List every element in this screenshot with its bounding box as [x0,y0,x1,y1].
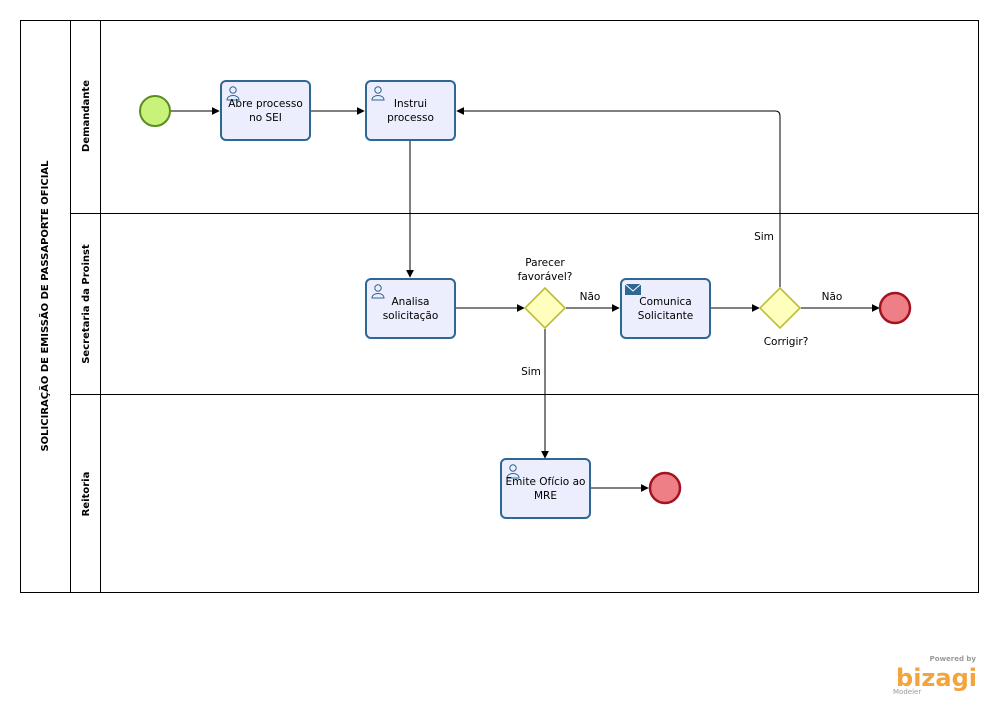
lane-reitoria: Reitoria [81,472,92,517]
gateway-label-line1: Parecer [525,257,565,269]
flow-corrigir-sim [456,107,781,287]
task-label-line1: Emite Ofício ao [506,476,586,488]
task-label-line1: Instrui [394,98,427,110]
brand-powered-by: Powered by [930,655,977,663]
task-label-line1: Abre processo [228,98,303,110]
task-label-line2: MRE [534,490,557,502]
task-label-line2: Solicitante [638,310,693,322]
gateway-label-corrigir: Corrigir? [764,336,809,348]
task-label-line2: no SEI [249,112,282,124]
lane-title-secretaria: Secretaria da Proinst [81,244,92,364]
user-icon [371,86,385,101]
pool: SOLICIRAÇÃO DE EMISSÃO DE PASSAPORTE OFI… [20,20,979,593]
lane-title-reitoria: Reitoria [81,472,92,517]
pool-title: SOLICIRAÇÃO DE EMISSÃO DE PASSAPORTE OFI… [38,160,51,452]
start-event[interactable] [139,95,171,127]
task-label-line1: Comunica [639,296,691,308]
gateway-label-line2: favorável? [518,271,573,283]
lane-title-demandante: Demandante [81,80,92,152]
bizagi-logo: Powered by bizagi Modeler [893,655,977,696]
end-event-secretaria[interactable] [878,291,912,325]
envelope-icon [624,283,642,295]
task-label-line1: Analisa [391,296,429,308]
user-icon [226,86,240,101]
task-comunica-solicitante[interactable]: Comunica Solicitante [620,278,711,339]
user-icon [371,284,385,299]
user-icon [506,464,520,479]
flow-label-parecer-sim: Sim [521,366,541,378]
brand-product: Modeler [893,688,921,696]
lane-secretaria: Secretaria da Proinst [81,244,92,364]
task-instrui-processo[interactable]: Instrui processo [365,80,456,141]
sequence-flows [171,107,880,492]
brand-name: bizagi [896,664,977,692]
task-abre-processo[interactable]: Abre processo no SEI [220,80,311,141]
task-analisa-solicitacao[interactable]: Analisa solicitação [365,278,456,339]
task-label-line2: processo [387,112,434,124]
flow-label-parecer-nao: Não [580,291,601,303]
lane-demandante: Demandante [81,80,92,152]
task-label-line2: solicitação [383,310,439,322]
task-emite-oficio[interactable]: Emite Ofício ao MRE [500,458,591,519]
gateway-parecer-favoravel[interactable] [523,286,567,330]
gateway-corrigir[interactable] [758,286,802,330]
end-event-reitoria[interactable] [648,471,682,505]
flow-label-corrigir-sim: Sim [754,231,774,243]
flow-label-corrigir-nao: Não [822,291,843,303]
